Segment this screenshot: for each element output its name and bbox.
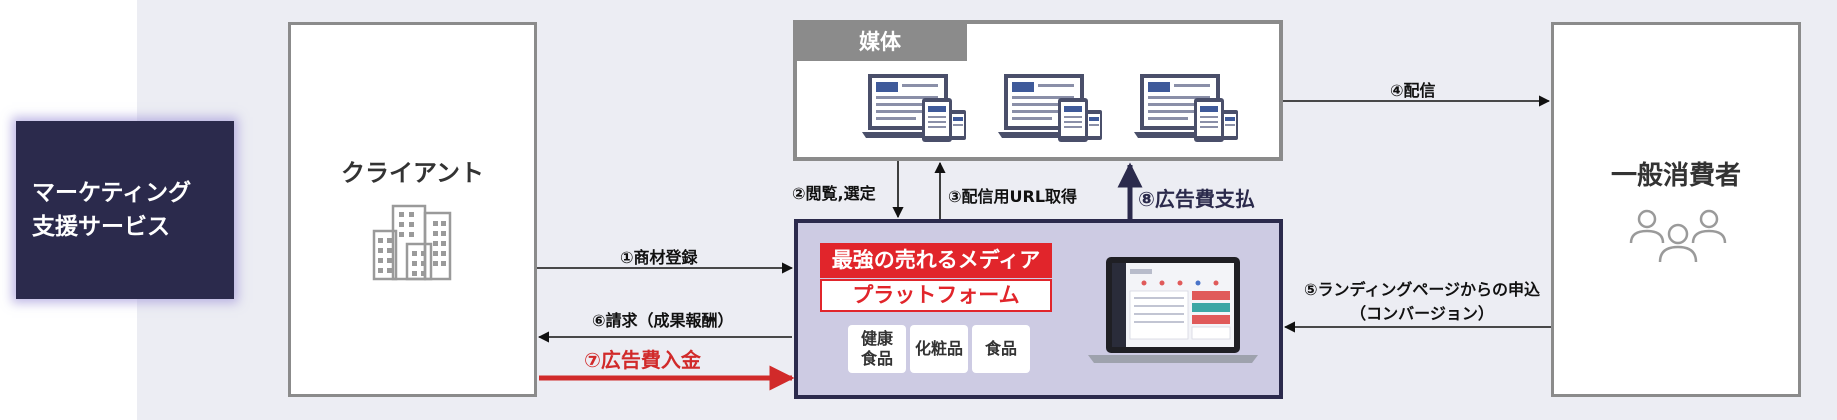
label-step5: ⑤ランディングページからの申込 （コンバージョン）: [1303, 280, 1541, 323]
tag-health-food: 健康食品: [848, 325, 906, 373]
label-step4: ④配信: [1390, 81, 1436, 100]
tag-cosmetics: 化粧品: [910, 325, 968, 373]
label-step8: ⑧広告費支払: [1138, 187, 1255, 211]
client-box: クライアント: [288, 22, 537, 397]
consumer-box: 一般消費者: [1551, 22, 1801, 397]
people-icon: [1629, 209, 1727, 263]
consumer-title: 一般消費者: [1610, 161, 1741, 191]
service-label-line-2: 支援サービス: [32, 214, 170, 240]
platform-box: 最強の売れるメディア プラットフォーム 健康食品 化粧品 食品: [794, 219, 1283, 399]
media-box: 媒体: [793, 20, 1283, 161]
label-step7: ⑦広告費入金: [584, 348, 701, 372]
platform-subtitle: プラットフォーム: [820, 279, 1052, 312]
platform-title: 最強の売れるメディア: [820, 243, 1052, 278]
media-tab-label: 媒体: [797, 24, 967, 61]
service-label-box: マーケティング 支援サービス: [16, 121, 234, 299]
client-title: クライアント: [340, 159, 485, 187]
laptop-dashboard-icon: [1088, 257, 1258, 363]
label-step1: ①商材登録: [620, 248, 698, 267]
label-step2: ②閲覧,選定: [792, 184, 876, 203]
tag-food: 食品: [972, 325, 1030, 373]
service-label-line-1: マーケティング: [32, 180, 192, 206]
label-step3: ③配信用URL取得: [948, 187, 1078, 206]
building-icon: [372, 204, 452, 281]
label-step6: ⑥請求（成果報酬）: [592, 311, 734, 330]
